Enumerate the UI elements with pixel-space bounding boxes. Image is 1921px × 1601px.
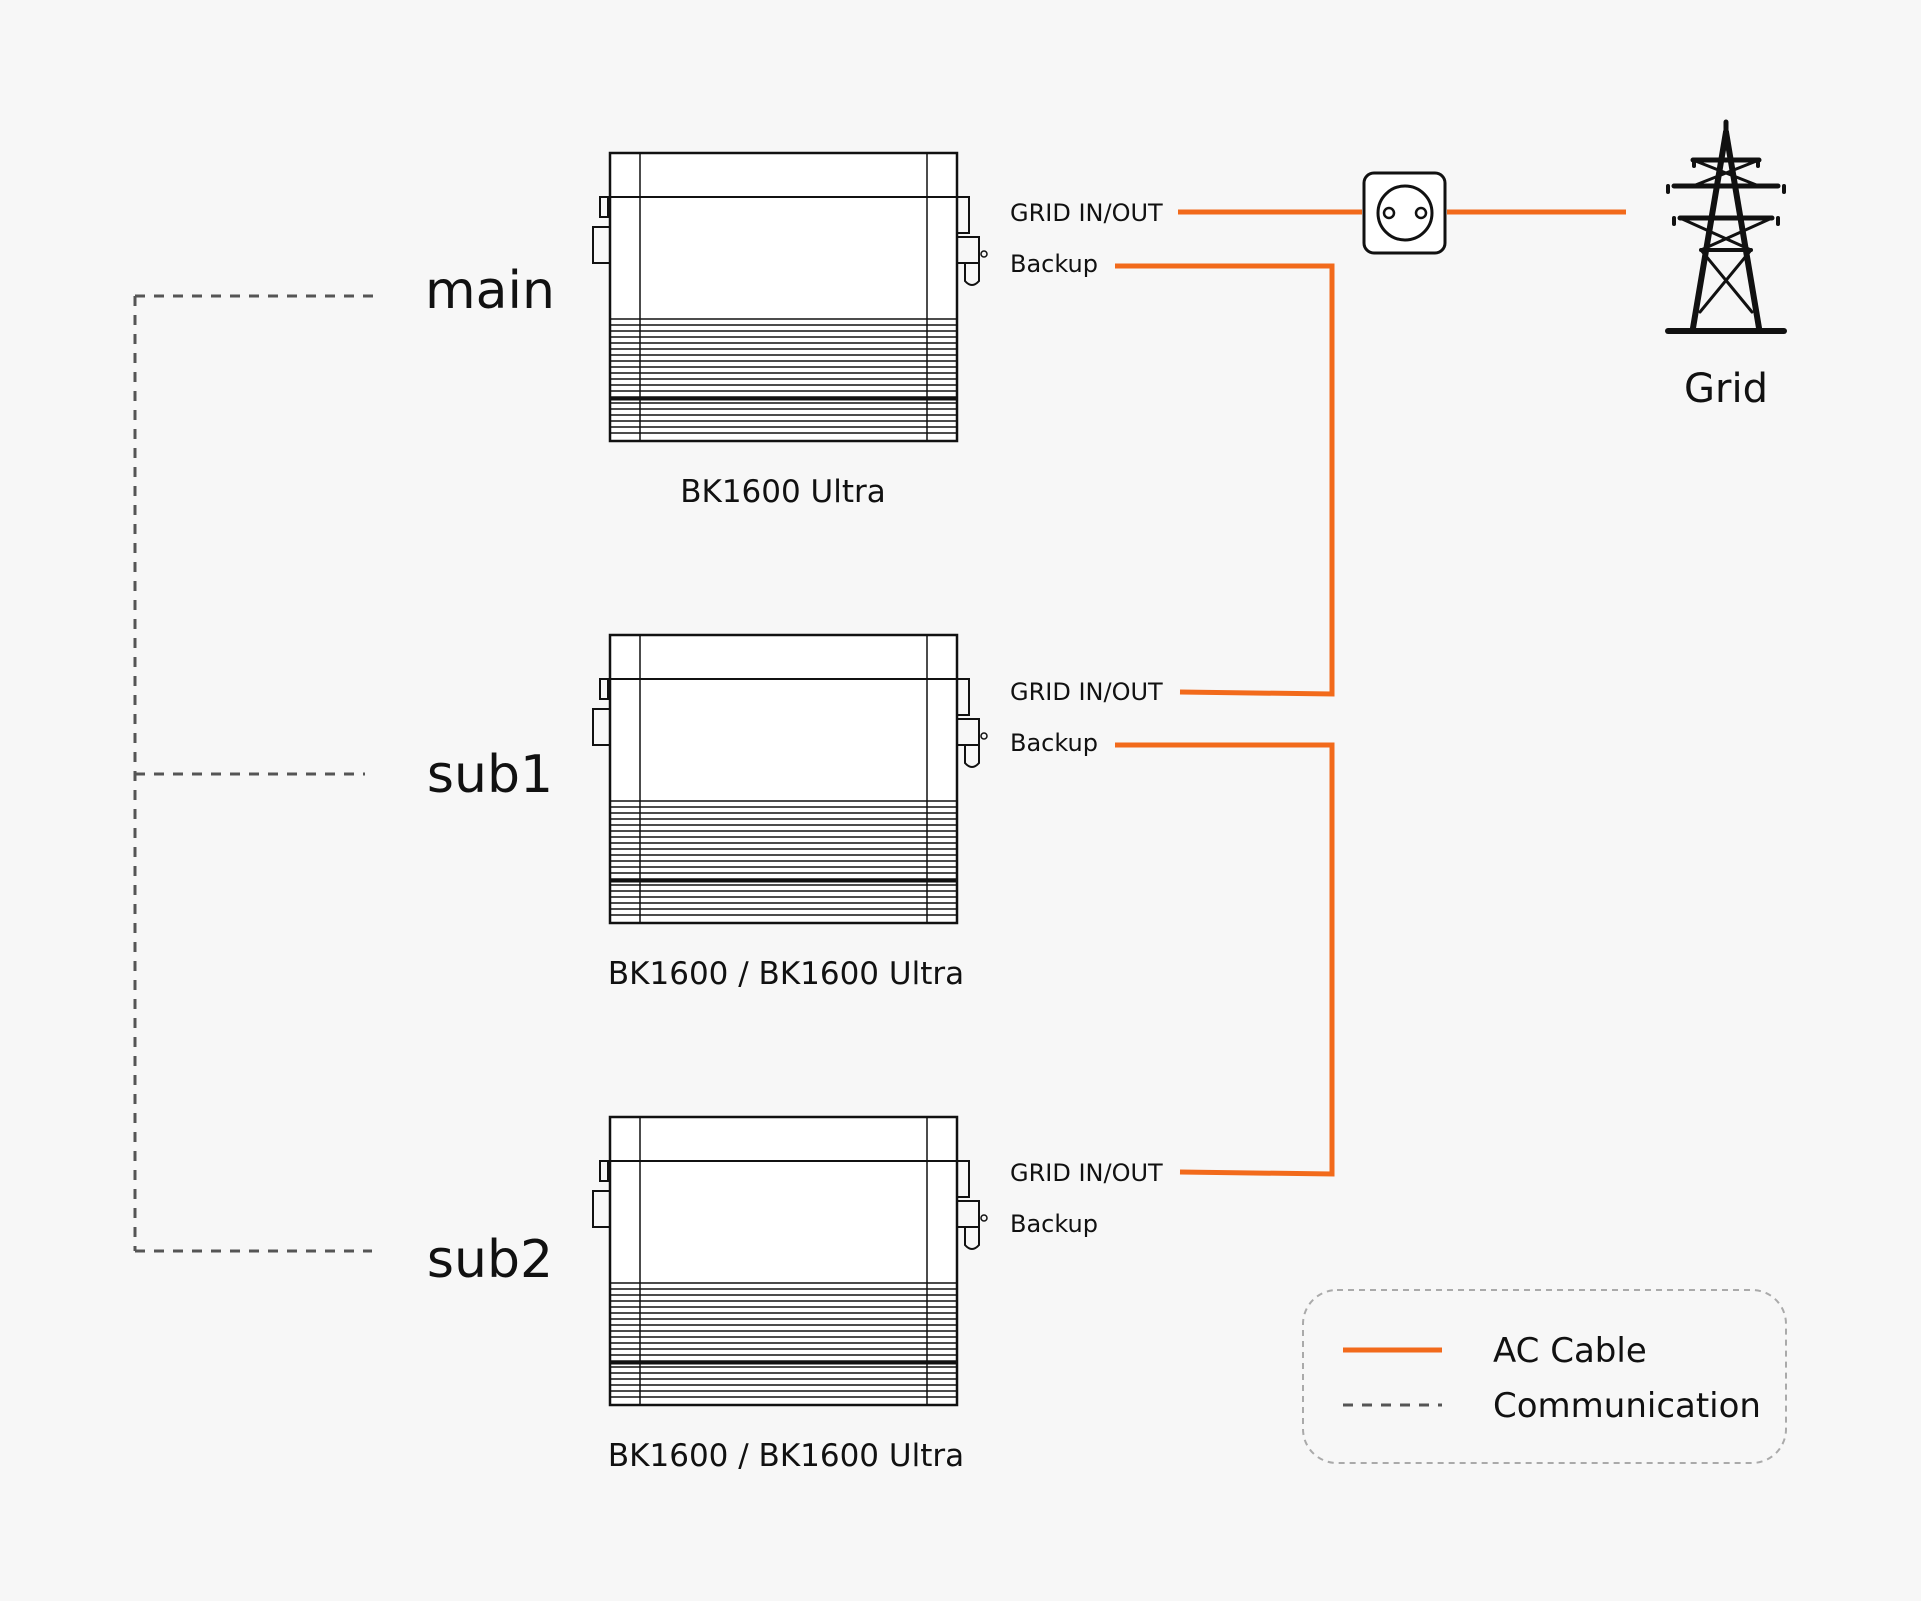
unit-model-label: BK1600 / BK1600 Ultra: [608, 956, 964, 992]
unit-main: main BK1600 Ultra GRID IN/OUT Backup: [425, 151, 1163, 510]
port-backup-label: Backup: [1010, 729, 1098, 757]
unit-model-label: BK1600 / BK1600 Ultra: [608, 1438, 964, 1474]
ac-cable-main-backup-to-sub1-grid: [1115, 263, 1335, 697]
unit-role-label: sub1: [427, 745, 553, 805]
battery-unit-sub2-icon: [591, 1115, 989, 1407]
battery-unit-sub1-icon: [591, 633, 989, 925]
legend-communication-label: Communication: [1493, 1386, 1761, 1426]
ac-cable-lines: [1115, 209, 1626, 1177]
transmission-tower-icon: [1665, 119, 1787, 334]
grid-label: Grid: [1684, 366, 1768, 412]
unit-sub1: sub1 BK1600 / BK1600 Ultra GRID IN/OUT B…: [427, 633, 1163, 992]
port-grid-label: GRID IN/OUT: [1010, 1159, 1163, 1187]
communication-lines: [133, 294, 375, 1253]
battery-unit-main-icon: [591, 151, 989, 443]
unit-role-label: main: [425, 261, 555, 321]
legend-ac-cable-label: AC Cable: [1493, 1331, 1647, 1371]
port-backup-label: Backup: [1010, 250, 1098, 278]
port-grid-label: GRID IN/OUT: [1010, 678, 1163, 706]
unit-sub2: sub2 BK1600 / BK1600 Ultra GRID IN/OUT B…: [427, 1115, 1163, 1474]
legend: AC Cable Communication: [1302, 1289, 1787, 1464]
unit-model-label: BK1600 Ultra: [680, 474, 886, 510]
wall-socket-icon: [1362, 171, 1447, 255]
port-grid-label: GRID IN/OUT: [1010, 199, 1163, 227]
ac-cable-sub1-backup-to-sub2-grid: [1115, 742, 1335, 1177]
legend-box: [1302, 1289, 1787, 1464]
unit-role-label: sub2: [427, 1230, 553, 1290]
port-backup-label: Backup: [1010, 1210, 1098, 1238]
